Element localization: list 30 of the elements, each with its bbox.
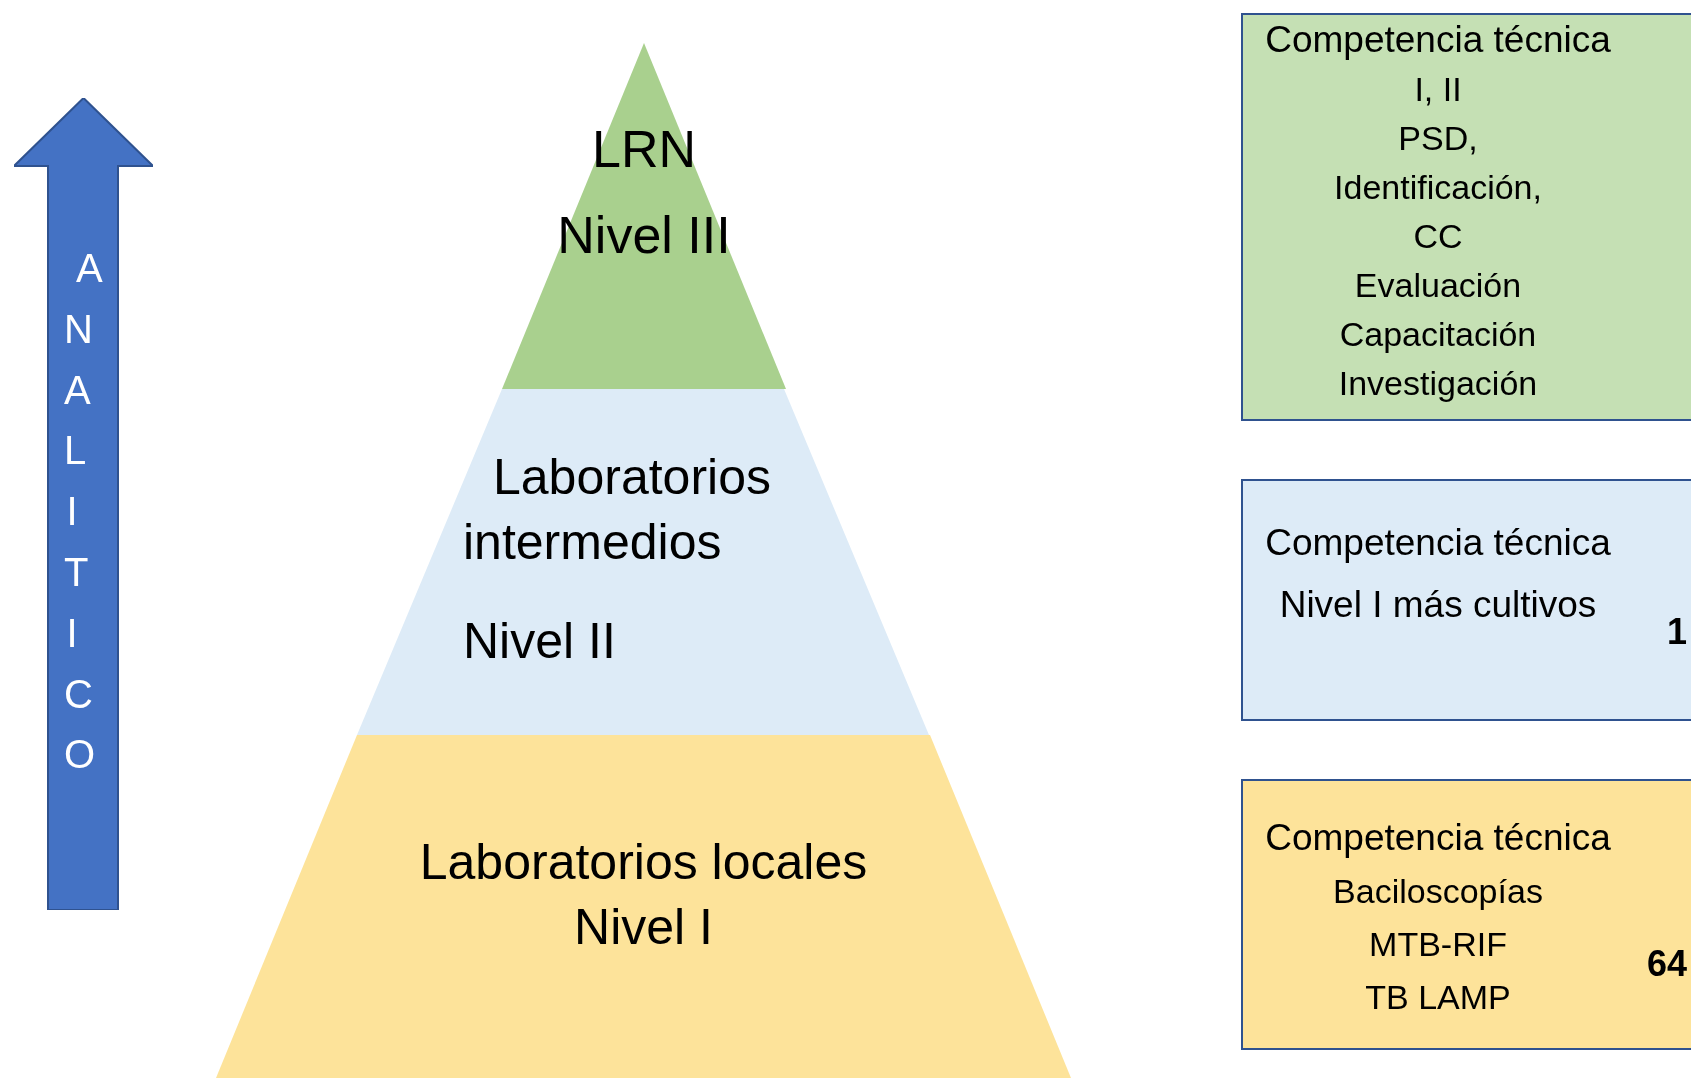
- box-text: Evaluación: [1354, 264, 1522, 306]
- vertical-label: ANALITICO: [64, 245, 104, 779]
- box-text: Investigación: [1338, 362, 1538, 404]
- tier-label: LRN: [592, 123, 696, 175]
- box-text: Competencia técnica: [1265, 520, 1611, 565]
- info-box: [1241, 779, 1691, 1050]
- pyramid-middle-tier: [357, 389, 929, 735]
- box-text: Competencia técnica: [1265, 18, 1611, 62]
- box-text: I, II: [1414, 68, 1462, 110]
- tier-label: Nivel II: [463, 612, 617, 671]
- box-text: Nivel I más cultivos: [1279, 582, 1597, 627]
- box-text: Baciloscopías: [1333, 870, 1543, 912]
- tier-label: Laboratorios intermedios: [463, 448, 772, 572]
- up-arrow: [14, 98, 153, 910]
- box-text: Identificación,: [1334, 166, 1542, 208]
- tier-label: Nivel I: [574, 898, 713, 957]
- pyramid-bottom-tier: [216, 735, 1071, 1078]
- box-text: MTB-RIF: [1369, 923, 1507, 965]
- box-text: Competencia técnica: [1265, 816, 1611, 860]
- count-number: 1: [1666, 614, 1687, 650]
- info-box: [1241, 13, 1691, 421]
- count-number: 64: [1646, 946, 1687, 982]
- pyramid-top-tier: [502, 43, 786, 389]
- box-text: Capacitación: [1339, 313, 1537, 355]
- box-text: CC: [1413, 215, 1463, 257]
- box-text: TB LAMP: [1365, 976, 1511, 1018]
- info-box: [1241, 479, 1691, 721]
- box-text: PSD,: [1398, 117, 1478, 159]
- tier-label: Nivel III: [557, 209, 731, 261]
- tier-label: Laboratorios locales: [419, 833, 868, 892]
